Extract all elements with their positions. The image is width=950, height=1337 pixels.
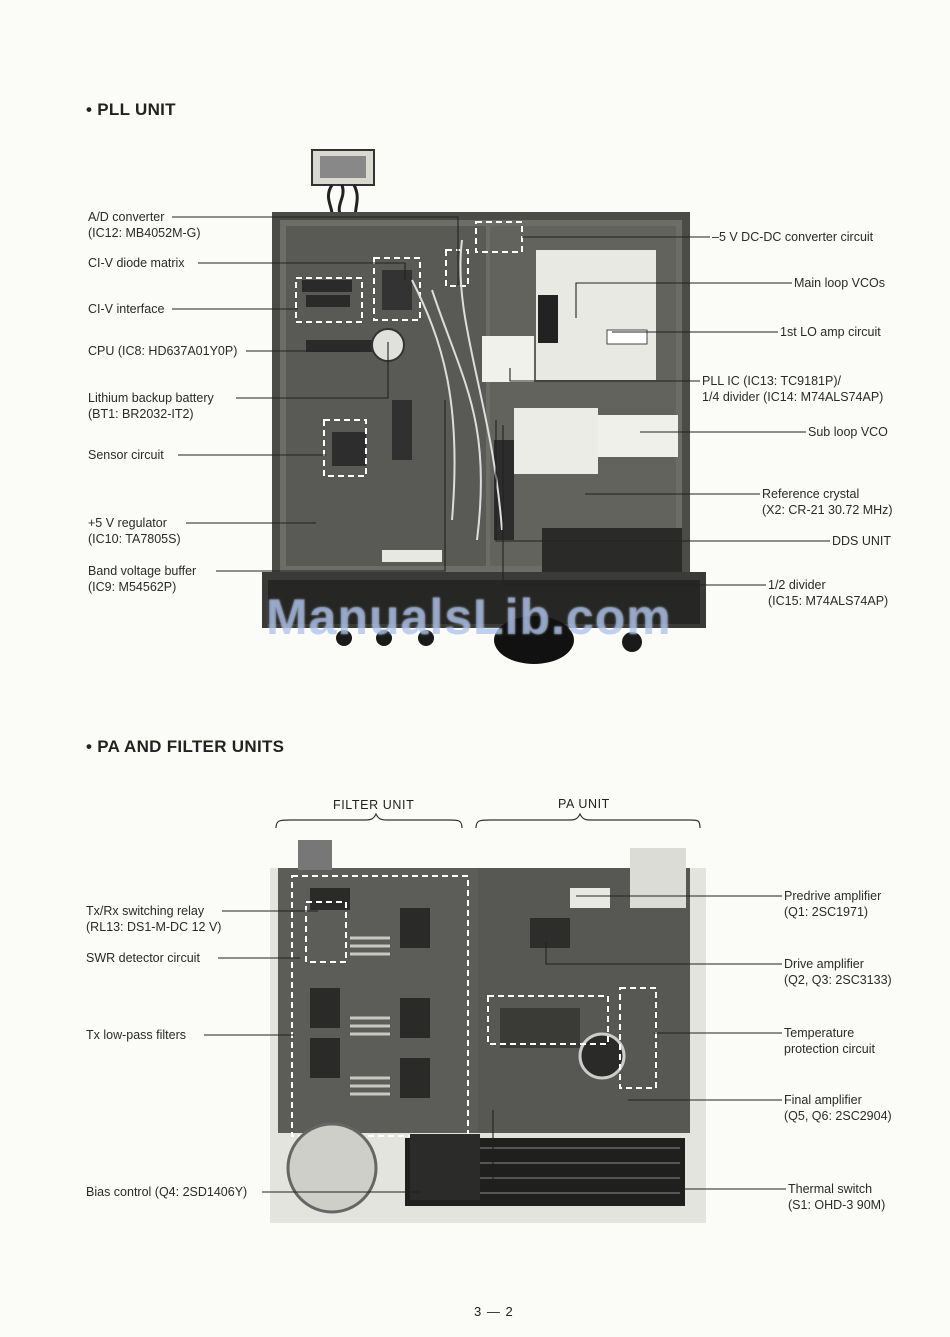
page-number: 3 — 2 — [474, 1304, 514, 1319]
label-thermal-switch: Thermal switch(S1: OHD-3 90M) — [788, 1182, 886, 1212]
pll-unit-heading: • PLL UNIT — [86, 100, 176, 119]
label-1st-lo-amp: 1st LO amp circuit — [780, 325, 881, 339]
unit-brackets — [275, 812, 701, 829]
label-ad-converter: A/D converter(IC12: MB4052M-G) — [88, 210, 201, 240]
label-tx-lowpass-filters: Tx low-pass filters — [86, 1028, 187, 1042]
label-civ-interface: CI-V interface — [88, 302, 165, 316]
label-txrx-relay: Tx/Rx switching relay(RL13: DS1-M-DC 12 … — [86, 904, 222, 934]
label-drive-amp: Drive amplifier(Q2, Q3: 2SC3133) — [784, 957, 892, 987]
label-pll-ic: PLL IC (IC13: TC9181P)/1/4 divider (IC14… — [702, 374, 884, 404]
label-sub-loop-vco: Sub loop VCO — [808, 425, 888, 439]
label-cpu: CPU (IC8: HD637A01Y0P) — [88, 344, 238, 358]
label-sensor-circuit: Sensor circuit — [88, 448, 164, 462]
label-5v-regulator: +5 V regulator(IC10: TA7805S) — [88, 516, 181, 546]
label-civ-diode-matrix: CI-V diode matrix — [88, 256, 185, 270]
filter-unit-label: FILTER UNIT — [333, 798, 415, 812]
label-final-amp: Final amplifier(Q5, Q6: 2SC2904) — [784, 1093, 892, 1123]
pa-leader-lines — [204, 895, 786, 1193]
label-half-divider: 1/2 divider(IC15: M74ALS74AP) — [768, 578, 889, 608]
label-dds-unit: DDS UNIT — [832, 534, 892, 548]
watermark: ManualsLib.com — [266, 589, 672, 645]
label-dc-dc-converter: –5 V DC-DC converter circuit — [712, 230, 874, 244]
pa-filter-heading: • PA AND FILTER UNITS — [86, 737, 285, 756]
label-predrive-amp: Predrive amplifier(Q1: 2SC1971) — [784, 889, 882, 919]
pll-leader-lines — [172, 216, 830, 586]
label-reference-crystal: Reference crystal(X2: CR-21 30.72 MHz) — [762, 487, 893, 517]
label-main-loop-vcos: Main loop VCOs — [794, 276, 886, 290]
label-bias-control: Bias control (Q4: 2SD1406Y) — [86, 1185, 248, 1199]
label-lithium-battery: Lithium backup battery(BT1: BR2032-IT2) — [88, 391, 214, 421]
pa-unit-label: PA UNIT — [558, 797, 610, 811]
label-swr-detector: SWR detector circuit — [86, 951, 200, 965]
pa-filter-photo — [270, 840, 706, 1223]
label-band-voltage-buffer: Band voltage buffer(IC9: M54562P) — [88, 564, 197, 594]
